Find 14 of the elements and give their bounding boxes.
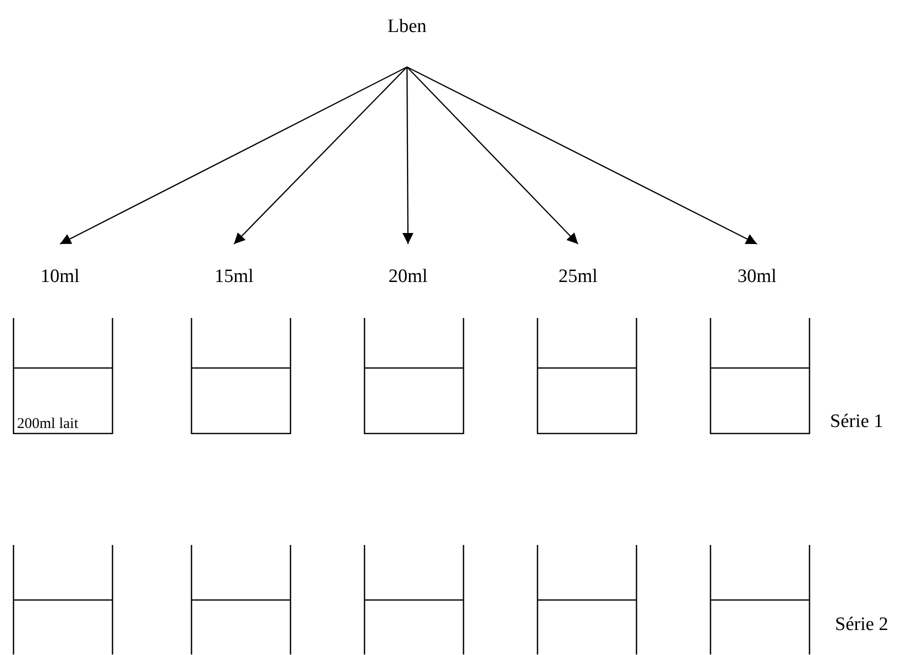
series-label: Série 1	[830, 411, 884, 433]
quantity-label: 15ml	[214, 266, 254, 288]
series-label: Série 2	[835, 614, 888, 636]
arrow	[234, 66, 408, 244]
quantity-label: 20ml	[388, 266, 428, 288]
arrow	[406, 66, 578, 244]
arrow	[406, 66, 758, 245]
quantity-label: 30ml	[737, 266, 777, 288]
arrow	[402, 67, 414, 244]
content-label: 200ml lait	[17, 416, 78, 432]
arrow	[60, 66, 408, 245]
quantity-label: 25ml	[558, 266, 598, 288]
quantity-label: Lben	[387, 16, 427, 38]
quantity-label: 10ml	[40, 266, 80, 288]
